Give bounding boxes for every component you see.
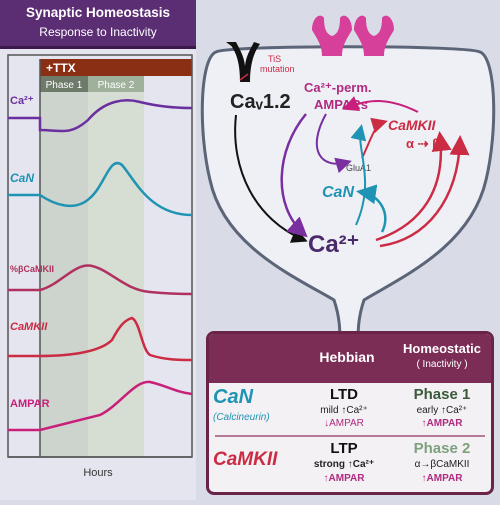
- row-can-sub: (Calcineurin): [213, 412, 270, 423]
- ca-to-can-arrow: [356, 184, 387, 233]
- ampar-to-glua1-arrow: [315, 113, 352, 174]
- beta-camkii-label: %βCaMKII: [10, 264, 54, 274]
- ca-trace: [8, 99, 193, 133]
- row-can-heb-line1: mild ↑Ca²⁺: [320, 405, 368, 416]
- row-camkii-hom-line2: ↑AMPAR: [421, 473, 463, 484]
- can-node-label: CaN: [322, 184, 354, 201]
- table-header: [209, 334, 491, 383]
- page-title: Synaptic Homeostasis: [25, 5, 171, 20]
- ampar-receptors: [312, 15, 394, 56]
- x-axis-label: Hours: [83, 467, 113, 479]
- can-to-ampar-arrow: [350, 124, 367, 226]
- glua1-label: GluA1: [346, 163, 371, 173]
- ampar-label-1: Ca²⁺-perm.: [304, 80, 372, 95]
- ttx-label: +TTX: [46, 61, 76, 75]
- ca-node-label: Ca²⁺: [308, 231, 359, 258]
- ampar-trace: [8, 380, 193, 432]
- can-label: CaN: [10, 171, 34, 185]
- camkii-to-ampar-arrow: [342, 96, 419, 113]
- row-can-hom-line1: early ↑Ca²⁺: [416, 405, 468, 416]
- cav-label: Caᵥ1.2: [230, 91, 291, 113]
- row-camkii-heb-line1: strong ↑Ca²⁺: [313, 459, 375, 470]
- phase1-label-bg: [40, 76, 88, 92]
- comparison-table: Hebbian Homeostatic ( Inactivity ) CaN (…: [206, 331, 494, 495]
- row-camkii-hom-line1: α→βCaMKII: [414, 459, 470, 470]
- ca-label: Ca²⁺: [10, 95, 34, 107]
- phase1-label: Phase 1: [46, 80, 83, 91]
- alpha-beta-label: α ⇢ β: [406, 136, 440, 151]
- col-hebbian: Hebbian: [319, 349, 375, 365]
- spine-outline: [200, 45, 496, 347]
- col-homeostatic: Homeostatic: [402, 341, 482, 356]
- col-homeostatic-sub: ( Inactivity ): [416, 359, 468, 370]
- camkii-label: CaMKII: [10, 321, 48, 333]
- ttx-bar: [40, 59, 192, 76]
- ca-to-camkii-arrow-2: [379, 135, 470, 248]
- title-box: Synaptic Homeostasis Response to Inactiv…: [0, 0, 196, 49]
- ampar-to-ca-arrow: [280, 113, 308, 238]
- row-camkii-name: CaMKII: [213, 449, 278, 470]
- ca-to-camkii-arrow: [375, 131, 452, 242]
- beta-camkii-trace: [8, 264, 193, 296]
- can-trace: [8, 161, 193, 217]
- row-camkii-hom-title: Phase 2: [413, 440, 471, 457]
- ampar-label-2: AMPARs: [314, 97, 368, 112]
- phase2-label: Phase 2: [98, 80, 135, 91]
- timeline-panel: Phase 1 Phase 2 +TTX Hours Ca²⁺ CaN %βCa…: [0, 0, 196, 500]
- timeline-svg: Phase 1 Phase 2 +TTX Hours Ca²⁺ CaN %βCa…: [7, 54, 193, 479]
- camkii-trace: [8, 316, 193, 362]
- camkii-node-label: CaMKII: [388, 117, 437, 133]
- row-camkii-heb-title: LTP: [330, 440, 358, 457]
- row-can-heb-line2: ↓AMPAR: [324, 418, 364, 429]
- phase2-label-bg: [88, 76, 144, 92]
- ampar-label: AMPAR: [10, 398, 50, 410]
- row-can-hom-title: Phase 1: [413, 386, 471, 403]
- page-subtitle: Response to Inactivity: [39, 25, 157, 39]
- cav-channel-icon: [230, 42, 260, 82]
- row-can-heb-title: LTD: [329, 386, 359, 403]
- row-can-hom-line2: ↑AMPAR: [421, 418, 463, 429]
- row-divider: [215, 435, 485, 437]
- row-camkii-heb-line2: ↑AMPAR: [323, 473, 365, 484]
- row-can-name: CaN: [213, 386, 254, 408]
- camkii-to-glua1-arrow: [361, 117, 388, 159]
